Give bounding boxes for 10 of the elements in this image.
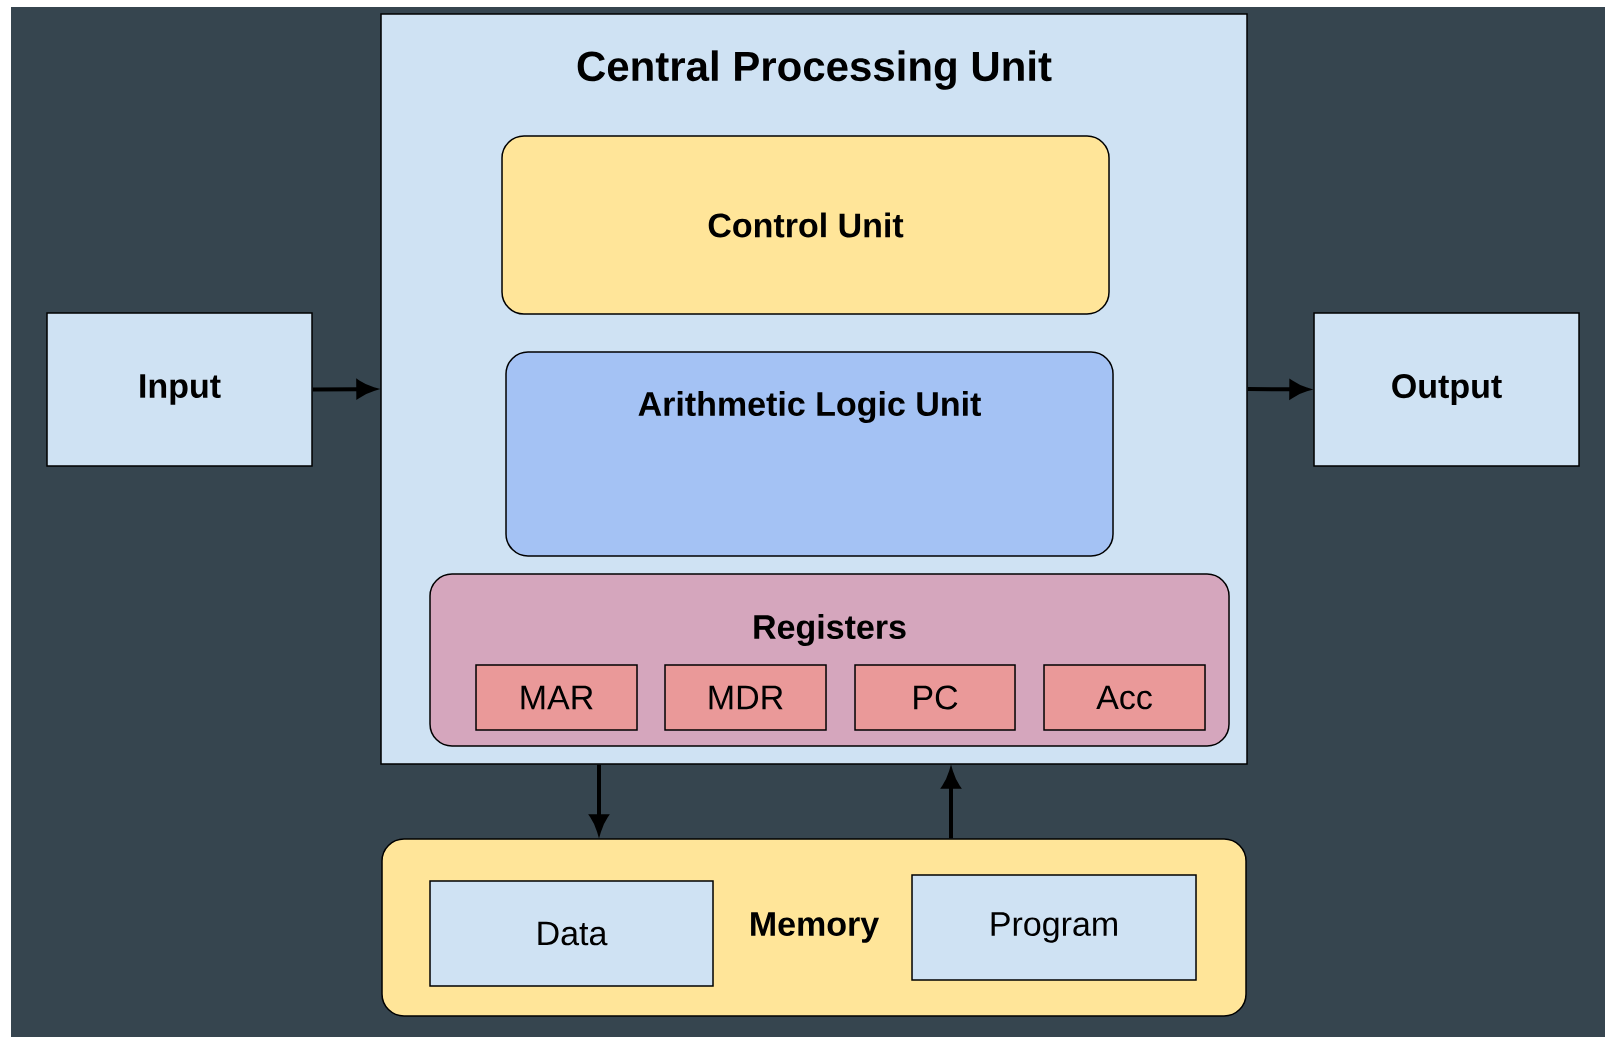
register-box: MDR [664, 664, 827, 731]
output-box: Output [1313, 312, 1580, 467]
memory-section-box: Program [911, 874, 1197, 981]
unit-box: Control Unit [501, 135, 1110, 315]
register-box: PC [854, 664, 1016, 731]
memory-section-box: Data [429, 880, 714, 987]
unit-box: Arithmetic Logic Unit [505, 351, 1114, 557]
input-box: Input [46, 312, 313, 467]
register-box: Acc [1043, 664, 1206, 731]
register-box: MAR [475, 664, 638, 731]
